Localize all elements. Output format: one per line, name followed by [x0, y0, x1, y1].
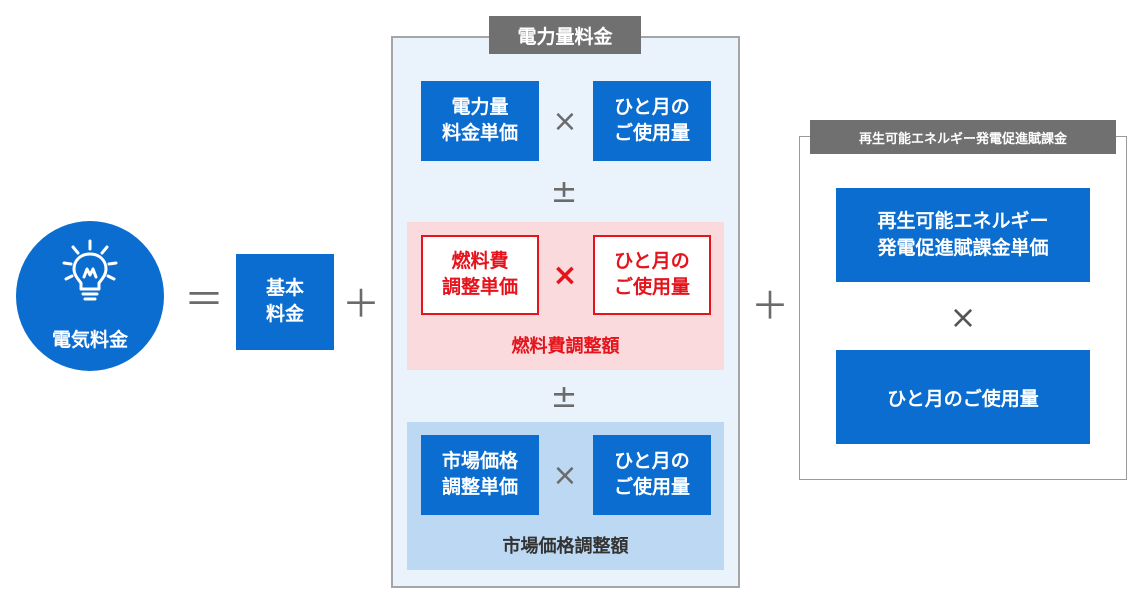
multiply-sign: × — [552, 103, 578, 139]
basic-charge-box: 基本 料金 — [236, 254, 334, 350]
renewable-levy-title: 再生可能エネルギー発電促進賦課金 — [810, 120, 1116, 154]
monthly-usage-box: ひと月の ご使用量 — [593, 81, 711, 161]
renewable-multiply-sign: × — [949, 298, 977, 336]
equals-sign: ＝ — [184, 277, 224, 323]
electricity-bill-label: 電気料金 — [51, 329, 128, 351]
plus-minus-sign: ± — [550, 172, 578, 210]
lightbulb-icon — [62, 239, 118, 301]
renewable-monthly-usage-box: ひと月のご使用量 — [836, 350, 1090, 444]
fuel-unit-price-box: 燃料費 調整単価 — [421, 235, 539, 315]
plus-sign-2: ＋ — [751, 283, 790, 328]
fuel-adjustment-caption: 燃料費調整額 — [511, 336, 620, 357]
renewable-unit-price-box: 再生可能エネルギー 発電促進賦課金単価 — [836, 188, 1090, 282]
market-monthly-usage-box: ひと月の ご使用量 — [593, 435, 711, 515]
energy-charge-title: 電力量料金 — [489, 16, 641, 54]
market-unit-price-box: 市場価格 調整単価 — [421, 435, 539, 515]
energy-unit-price-box: 電力量 料金単価 — [421, 81, 539, 161]
plus-sign: ＋ — [342, 281, 381, 326]
market-adjustment-caption: 市場価格調整額 — [502, 536, 629, 557]
fuel-multiply-sign: × — [552, 257, 578, 293]
plus-minus-sign-2: ± — [550, 377, 578, 415]
fuel-monthly-usage-box: ひと月の ご使用量 — [593, 235, 711, 315]
market-multiply-sign: × — [552, 457, 578, 493]
electricity-bill-circle: 電気料金 — [16, 221, 164, 371]
